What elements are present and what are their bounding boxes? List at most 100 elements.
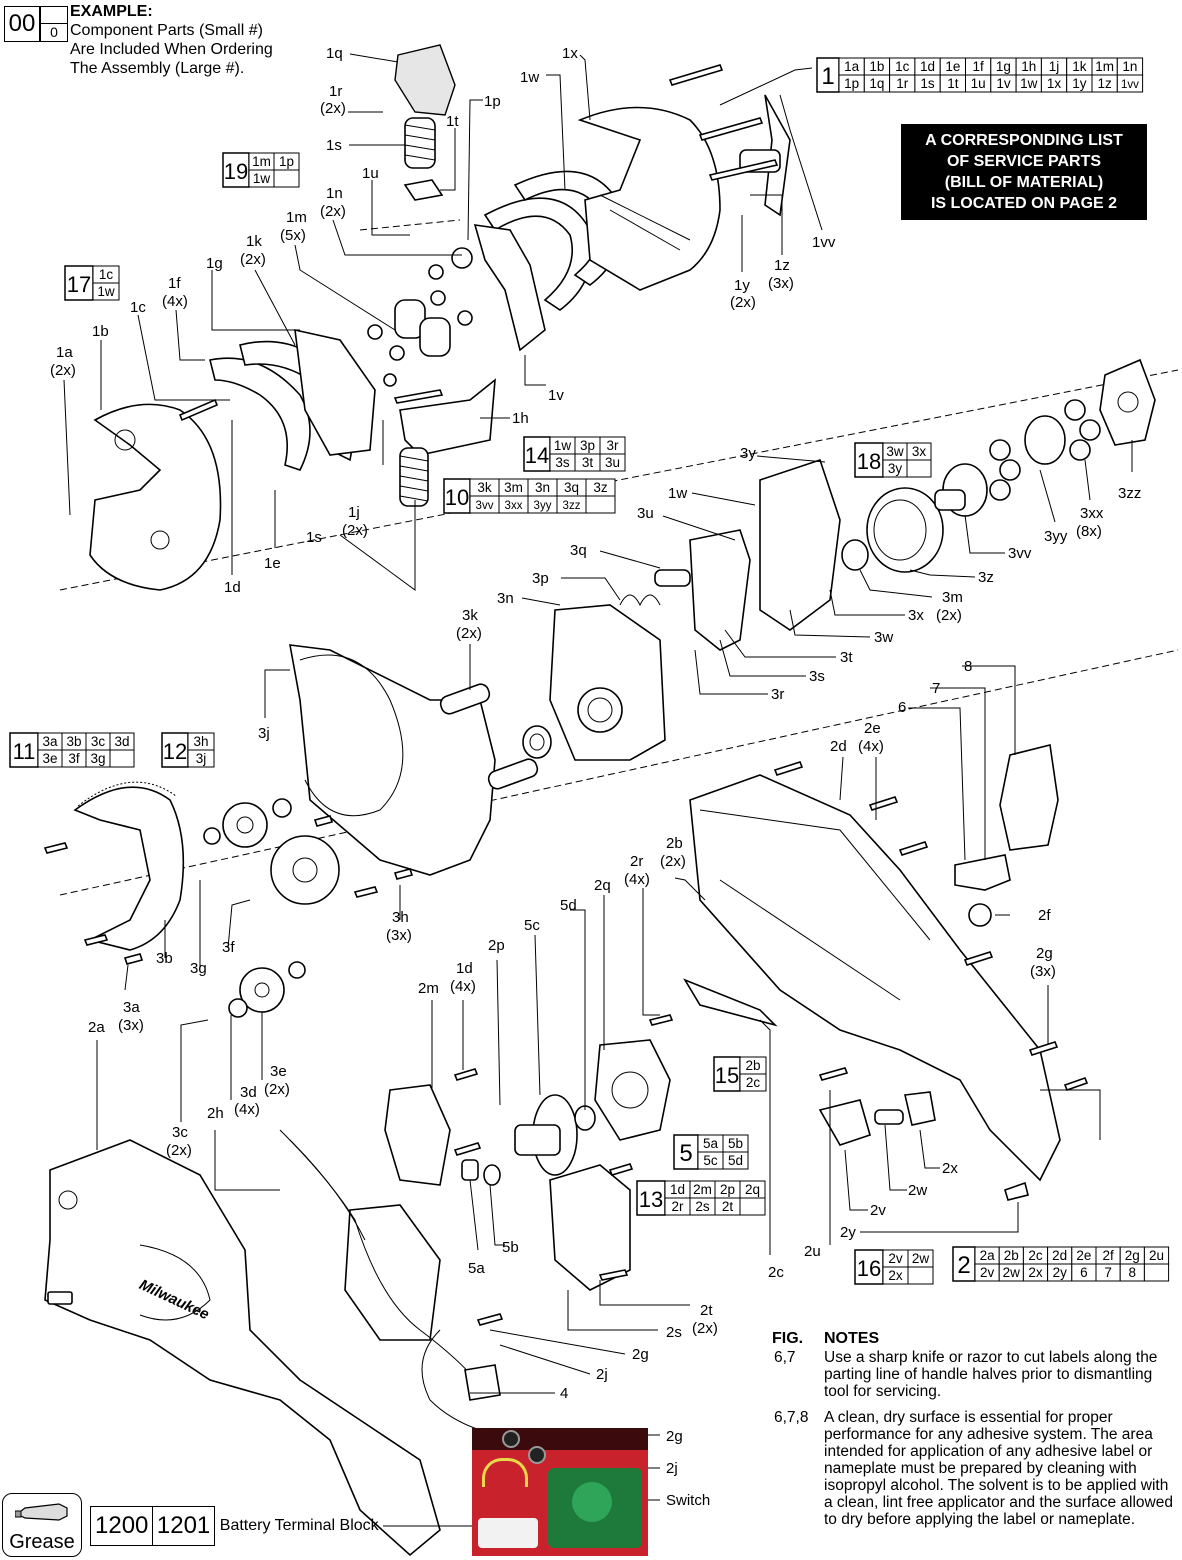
component-part: 3n	[535, 480, 550, 495]
label-3z: 3z	[978, 569, 994, 586]
component-part: 1s	[920, 76, 935, 91]
label-1h: 1h	[512, 410, 529, 427]
label-2t: 2t	[700, 1302, 713, 1319]
component-part: 1a	[844, 59, 860, 74]
label-3a: 3a	[123, 999, 140, 1016]
label-3h-qty: (3x)	[386, 927, 412, 944]
label-3m-qty: (2x)	[936, 607, 962, 624]
label-3a-qty: (3x)	[118, 1017, 144, 1034]
assembly-number: 16	[857, 1256, 881, 1281]
gearbox-assembly	[73, 358, 1156, 1018]
label-1s-top: 1s	[326, 137, 342, 154]
button-2v	[818, 1099, 871, 1146]
example-line-1: Component Parts (Small #)	[70, 22, 263, 39]
note-fig: 6,7	[774, 1349, 796, 1366]
label-5d: 5d	[560, 897, 577, 914]
component-part: 2f	[1102, 1248, 1114, 1263]
example-text: EXAMPLE: Component Parts (Small #) Are I…	[70, 2, 273, 78]
component-part: 2w	[1003, 1265, 1021, 1280]
component-part: 1d	[670, 1182, 685, 1197]
component-part: 2t	[722, 1199, 734, 1214]
assembly-number: 14	[525, 443, 549, 468]
component-part: 3z	[593, 480, 608, 495]
label-2b: 2b	[666, 835, 683, 852]
ring-gear-3z	[866, 487, 944, 573]
plate-1f-a	[483, 197, 593, 311]
component-part: 5c	[703, 1153, 718, 1168]
label-2b-qty: (2x)	[660, 853, 686, 870]
label-2e-qty: (4x)	[858, 738, 884, 755]
label-1r-qty: (2x)	[320, 100, 346, 117]
bracket-1h	[294, 328, 376, 456]
label-2q: 2q	[594, 877, 611, 894]
clip-2y	[1004, 1181, 1029, 1201]
label-3r: 3r	[771, 686, 784, 703]
assembly-number: 12	[163, 739, 187, 764]
label-3yy: 3yy	[1044, 528, 1068, 545]
lever-2x	[904, 1091, 936, 1126]
label-4: 4	[560, 1385, 568, 1402]
assembly-number: 17	[67, 272, 91, 297]
label-1vv: 1vv	[812, 234, 836, 251]
label-1w-mid: 1w	[668, 485, 687, 502]
example-large-number: 00	[4, 6, 40, 42]
component-part: 3w	[886, 444, 904, 459]
shaft-3k-b	[487, 758, 539, 790]
label-7	[954, 854, 1011, 891]
notice-line-3: (BILL OF MATERIAL)	[944, 174, 1104, 191]
spring-1s-bottom	[399, 447, 429, 507]
component-part: 3u	[605, 455, 620, 470]
component-part: 1q	[869, 76, 884, 91]
label-3c-qty: (2x)	[166, 1142, 192, 1159]
battery-terminal-block: 1200 1201 Battery Terminal Block	[90, 1506, 379, 1546]
component-part: 2e	[1076, 1248, 1091, 1263]
label-3d-qty: (4x)	[234, 1101, 260, 1118]
component-part: 2g	[1125, 1248, 1140, 1263]
label-3y: 3y	[740, 445, 756, 462]
axis-line-upper	[59, 369, 1179, 591]
spring-3q	[619, 594, 661, 607]
component-part: 3h	[193, 734, 208, 749]
component-part: 1c	[99, 267, 114, 282]
label-1z: 1z	[774, 257, 790, 274]
label-3zz: 3zz	[1118, 485, 1141, 502]
label-3d: 3d	[240, 1084, 257, 1101]
label-3h: 3h	[392, 909, 409, 926]
component-part: 3xx	[505, 500, 523, 512]
label-1m: 1m	[286, 209, 307, 226]
label-3b: 3b	[156, 950, 173, 967]
label-3m: 3m	[942, 589, 963, 606]
component-part: 1k	[1072, 59, 1087, 74]
label-8: 8	[964, 658, 972, 675]
component-part: 3j	[196, 751, 207, 766]
battery-part-1: 1200	[90, 1506, 154, 1546]
note-text: A clean, dry surface is essential for pr…	[824, 1409, 1173, 1528]
component-part: 1w	[253, 171, 271, 186]
label-5b: 5b	[502, 1239, 519, 1256]
note-text: Use a sharp knife or razor to cut labels…	[824, 1349, 1158, 1400]
component-part: 2p	[720, 1182, 735, 1197]
label-2f: 2f	[1038, 907, 1051, 924]
label-3c: 3c	[172, 1124, 188, 1141]
planet-gear-3yy	[989, 439, 1011, 461]
assembly-number: 15	[715, 1063, 739, 1088]
housing-1vv	[577, 106, 721, 291]
component-part: 3g	[90, 751, 105, 766]
label-3p: 3p	[532, 570, 549, 587]
axis-line-lower	[59, 649, 1179, 896]
component-part: 1m	[1095, 59, 1114, 74]
component-part: 3m	[504, 480, 523, 495]
label-3e: 3e	[270, 1063, 287, 1080]
label-1v: 1v	[548, 387, 564, 404]
label-2h: 2h	[207, 1105, 224, 1122]
label-1q: 1q	[326, 45, 343, 62]
component-part: 1x	[1047, 76, 1062, 91]
shaft-3k-a	[439, 683, 491, 715]
label-2g-photo: 2g	[666, 1428, 683, 1445]
label-2j-bottom: 2j	[596, 1366, 608, 1383]
label-1d-bottom-qty: (4x)	[450, 978, 476, 995]
